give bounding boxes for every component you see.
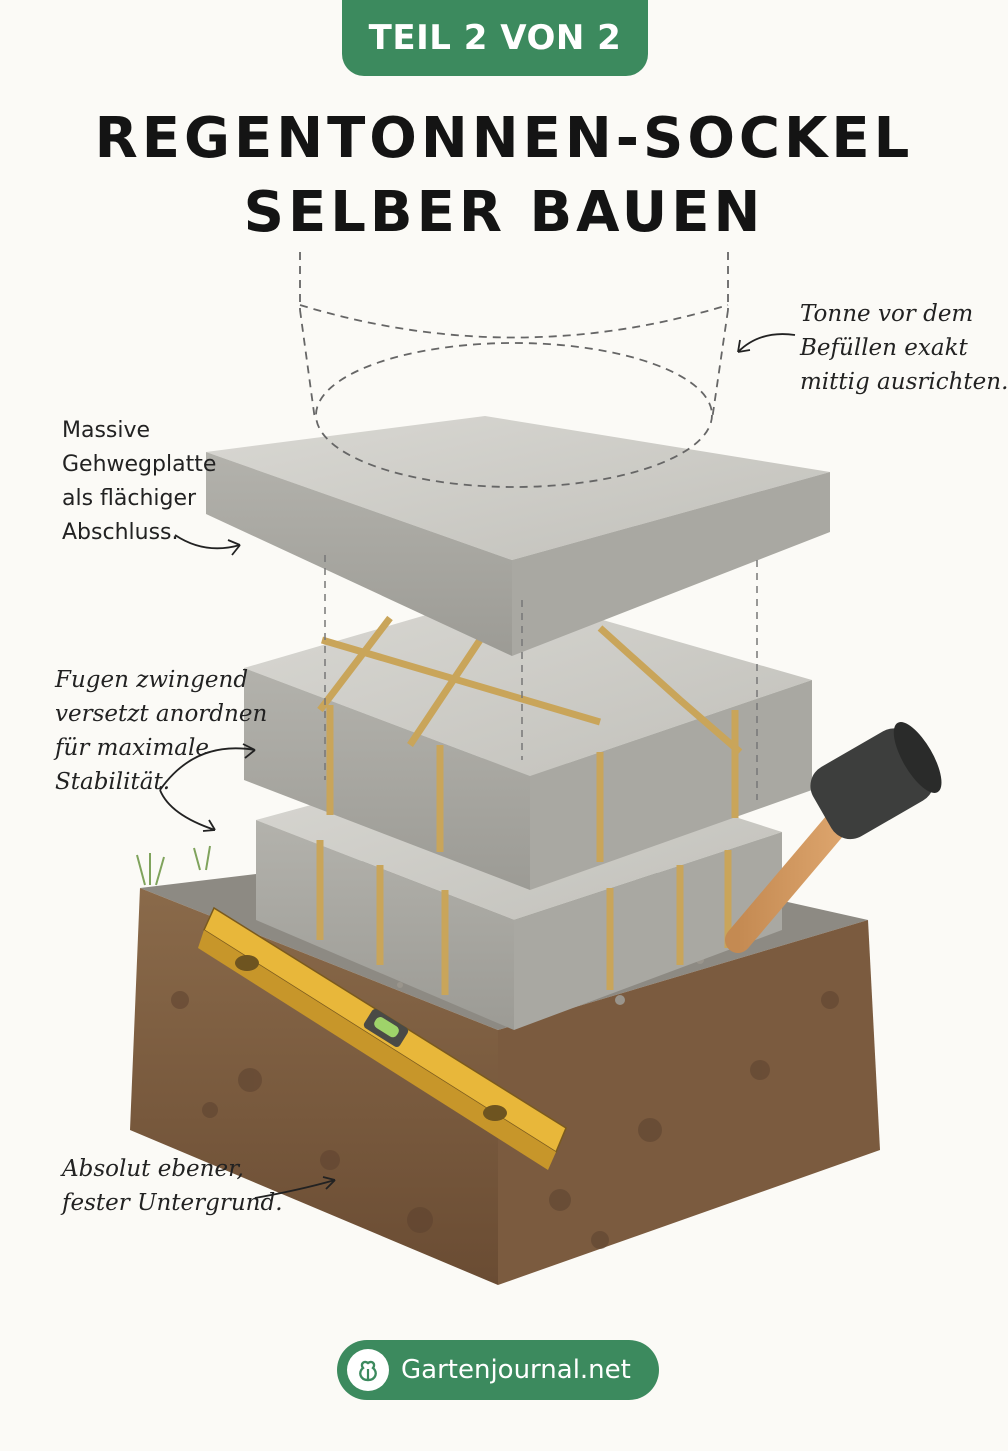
annotation-platte: Massive Gehwegplatte als flächiger Absch… (62, 414, 216, 550)
gartenjournal-logo-icon (347, 1349, 389, 1391)
annotation-fugen: Fugen zwingend versetzt anordnen für max… (55, 663, 267, 799)
annotation-platte-line: Abschluss. (62, 520, 179, 545)
annotation-platte-line: Massive (62, 418, 151, 443)
annotation-fugen-line: Stabilität. (55, 769, 171, 795)
annotation-platte-line: Gehwegplatte (62, 452, 217, 477)
paving-slab-top (206, 416, 830, 656)
footer-brand-text: Gartenjournal.net (401, 1355, 631, 1385)
annotation-arrows (159, 333, 796, 1199)
arrow-tonne (737, 333, 796, 353)
annotation-untergrund: Absolut ebener, fester Untergrund. (62, 1152, 283, 1220)
alignment-guides (324, 555, 758, 800)
page-title-line-2: SELBER BAUEN (243, 180, 765, 245)
annotation-tonne-line: Befüllen exakt (800, 335, 968, 361)
rubber-mallet-icon (725, 722, 942, 953)
annotation-tonne: Tonne vor dem Befüllen exakt mittig ausr… (800, 297, 1008, 399)
annotation-untergrund-line: Absolut ebener, (62, 1156, 244, 1182)
annotation-untergrund-line: fester Untergrund. (62, 1190, 283, 1216)
spirit-level-icon (198, 906, 567, 1170)
annotation-fugen-line: Fugen zwingend (55, 667, 249, 693)
paver-layer-upper (244, 592, 812, 890)
part-badge: TEIL 2 VON 2 (342, 0, 648, 76)
page-title-line-1: REGENTONNEN-SOCKEL (94, 106, 914, 171)
arrow-untergrund (254, 1179, 336, 1199)
annotation-fugen-line: für maximale (55, 735, 209, 761)
annotation-platte-line: als flächiger (62, 486, 197, 511)
arrow-fugen-up (159, 747, 256, 791)
footer-brand-pill[interactable]: Gartenjournal.net (337, 1340, 659, 1400)
annotation-tonne-line: mittig ausrichten. (800, 369, 1008, 395)
arrow-platte (174, 534, 241, 550)
annotation-tonne-line: Tonne vor dem (800, 301, 974, 327)
annotation-fugen-line: versetzt anordnen (55, 701, 268, 727)
arrow-fugen-down (159, 789, 216, 831)
grass-tuft-icon (136, 845, 211, 886)
rain-barrel-outline (299, 252, 729, 488)
